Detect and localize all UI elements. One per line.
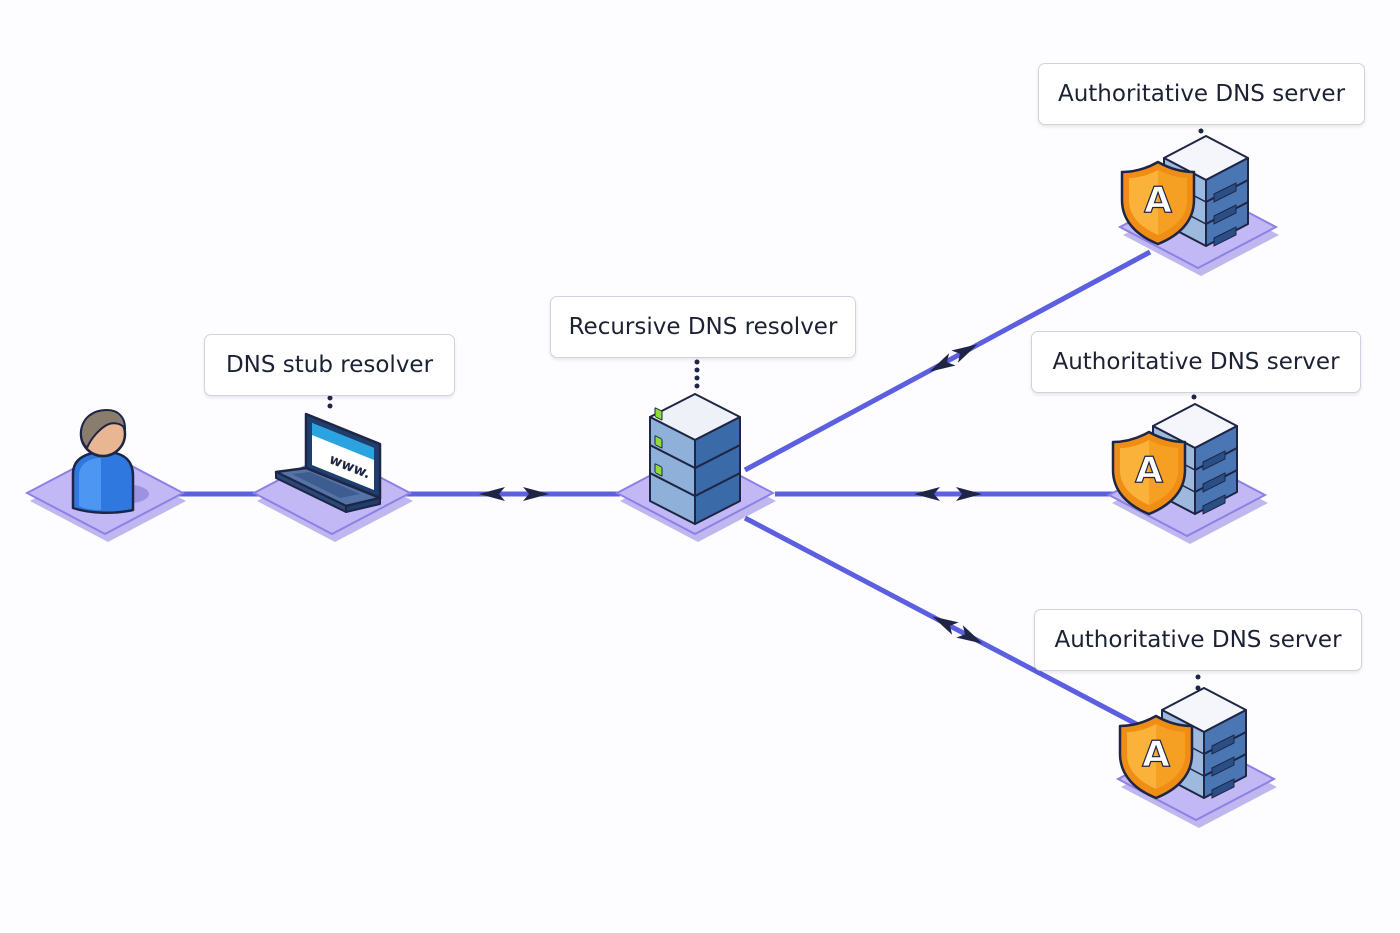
auth-server-node-2: A bbox=[1108, 403, 1269, 545]
user-icon bbox=[71, 408, 149, 514]
auth-server-label-1: Authoritative DNS server bbox=[1038, 63, 1365, 125]
dotted-connectors bbox=[327, 128, 1204, 691]
shield-letter: A bbox=[1144, 180, 1172, 221]
link-resolver-auth1 bbox=[743, 249, 1152, 473]
shield-letter: A bbox=[1142, 734, 1170, 775]
arrow-up-auth3 bbox=[929, 610, 959, 635]
auth-server-label-2: Authoritative DNS server bbox=[1031, 331, 1361, 393]
stub-resolver-label: DNS stub resolver bbox=[204, 334, 455, 396]
server-icon bbox=[649, 393, 741, 525]
shield-letter: A bbox=[1135, 450, 1163, 491]
laptop-icon: www. bbox=[274, 412, 382, 513]
shield-icon: A bbox=[1120, 160, 1196, 246]
auth-server-node-3: A bbox=[1117, 687, 1278, 829]
user-node bbox=[26, 408, 187, 543]
auth-server-label-3: Authoritative DNS server bbox=[1034, 609, 1362, 671]
auth-server-node-1: A bbox=[1119, 135, 1280, 277]
laptop-node: www. bbox=[253, 412, 414, 543]
recursive-resolver-label: Recursive DNS resolver bbox=[550, 296, 856, 358]
shield-icon: A bbox=[1118, 714, 1194, 800]
shield-icon: A bbox=[1111, 430, 1187, 516]
recursive-resolver-node bbox=[616, 393, 777, 543]
